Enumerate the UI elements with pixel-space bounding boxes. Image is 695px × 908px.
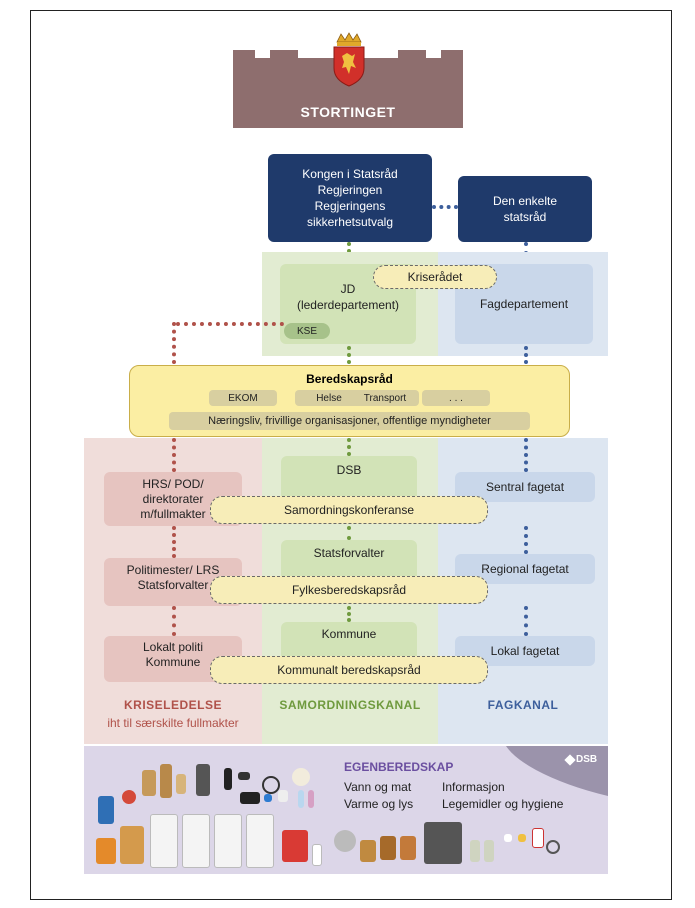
pill-more: . . . bbox=[422, 390, 490, 406]
link-fag-bered bbox=[524, 346, 528, 364]
politimester-line-1: Politimester/ LRS bbox=[126, 563, 220, 577]
link-blue-2 bbox=[524, 526, 528, 554]
dsb-logo: DSB bbox=[576, 754, 598, 765]
kriseledelse-title: KRISELEDELSE bbox=[123, 698, 222, 712]
lokalt-politi-line-1: Lokalt politi bbox=[142, 640, 204, 654]
fagkanal-title: FAGKANAL bbox=[487, 698, 559, 712]
link-blue-3 bbox=[524, 606, 528, 636]
sectors-pill: Næringsliv, frivillige organisasjoner, o… bbox=[169, 412, 530, 430]
ege-item-vann: Vann og mat bbox=[344, 780, 412, 794]
lokalt-politi-line-2: Kommune bbox=[145, 655, 201, 669]
beredskapsrad-title: Beredskapsråd bbox=[306, 372, 393, 386]
coat-of-arms-icon bbox=[333, 32, 365, 87]
dsb-corner-shape bbox=[506, 746, 608, 796]
link-kse-left-v bbox=[172, 322, 176, 364]
pill-ekom: EKOM bbox=[209, 390, 277, 406]
politimester-line-2: Statsforvalter bbox=[137, 578, 209, 592]
link-blue-1 bbox=[524, 438, 528, 472]
kse-box: KSE bbox=[284, 323, 330, 339]
hrs-line-2: direktorater bbox=[142, 491, 204, 506]
samordningskanal-title: SAMORDNINGSKANAL bbox=[279, 698, 421, 712]
link-red-1 bbox=[172, 438, 176, 472]
link-green-3 bbox=[347, 606, 351, 622]
ege-item-legemidler: Legemidler og hygiene bbox=[442, 797, 564, 811]
beredskapsrad-box: Beredskapsråd EKOM Helse Transport . . .… bbox=[129, 365, 570, 437]
samordningskonferanse-pill: Samordningskonferanse bbox=[210, 496, 488, 524]
link-kongen-statsrad bbox=[432, 205, 458, 209]
hrs-line-3: m/fullmakter bbox=[140, 506, 206, 521]
kongen-i-statsrad-box: Kongen i Statsråd Regjeringen Regjeringe… bbox=[268, 154, 432, 242]
egenberedskap-title: EGENBEREDSKAP bbox=[344, 760, 454, 774]
pill-transport: Transport bbox=[351, 390, 419, 406]
dsb-label: DSB bbox=[336, 463, 362, 477]
ege-item-varme: Varme og lys bbox=[344, 797, 414, 811]
kriseledelse-subtitle: iht til særskilte fullmakter bbox=[107, 716, 239, 730]
kongen-line-3: Regjeringens bbox=[314, 199, 386, 213]
stortinget-label: STORTINGET bbox=[300, 104, 396, 120]
statsforvalter-label: Statsforvalter bbox=[313, 546, 385, 560]
statsrad-line-1: Den enkelte bbox=[492, 194, 558, 208]
link-kse-left-h bbox=[176, 322, 284, 326]
kongen-line-1: Kongen i Statsråd bbox=[302, 167, 398, 181]
statsrad-line-2: statsråd bbox=[503, 210, 547, 224]
hrs-line-1: HRS/ POD/ bbox=[142, 476, 204, 491]
sentral-fagetat-box: Sentral fagetat bbox=[455, 472, 595, 502]
ege-item-info: Informasjon bbox=[442, 780, 505, 794]
link-red-3 bbox=[172, 606, 176, 636]
link-jd-bered bbox=[347, 346, 351, 364]
kriseradet-pill: Kriserådet bbox=[373, 265, 497, 289]
pill-helse: Helse bbox=[295, 390, 363, 406]
jd-line-1: JD bbox=[340, 282, 356, 296]
link-red-2 bbox=[172, 526, 176, 558]
kongen-line-4: sikkerhetsutvalg bbox=[306, 215, 394, 229]
den-enkelte-statsrad-box: Den enkelte statsråd bbox=[458, 176, 592, 242]
fylkesberedskapsrad-pill: Fylkesberedskapsråd bbox=[210, 576, 488, 604]
jd-line-2: (lederdepartement) bbox=[296, 298, 400, 312]
link-kongen-jd bbox=[347, 242, 351, 260]
kommunalt-beredskapsrad-pill: Kommunalt beredskapsråd bbox=[210, 656, 488, 684]
link-green-2 bbox=[347, 526, 351, 540]
kongen-line-2: Regjeringen bbox=[317, 183, 383, 197]
kommune-label: Kommune bbox=[321, 627, 377, 641]
link-green-1 bbox=[347, 438, 351, 456]
